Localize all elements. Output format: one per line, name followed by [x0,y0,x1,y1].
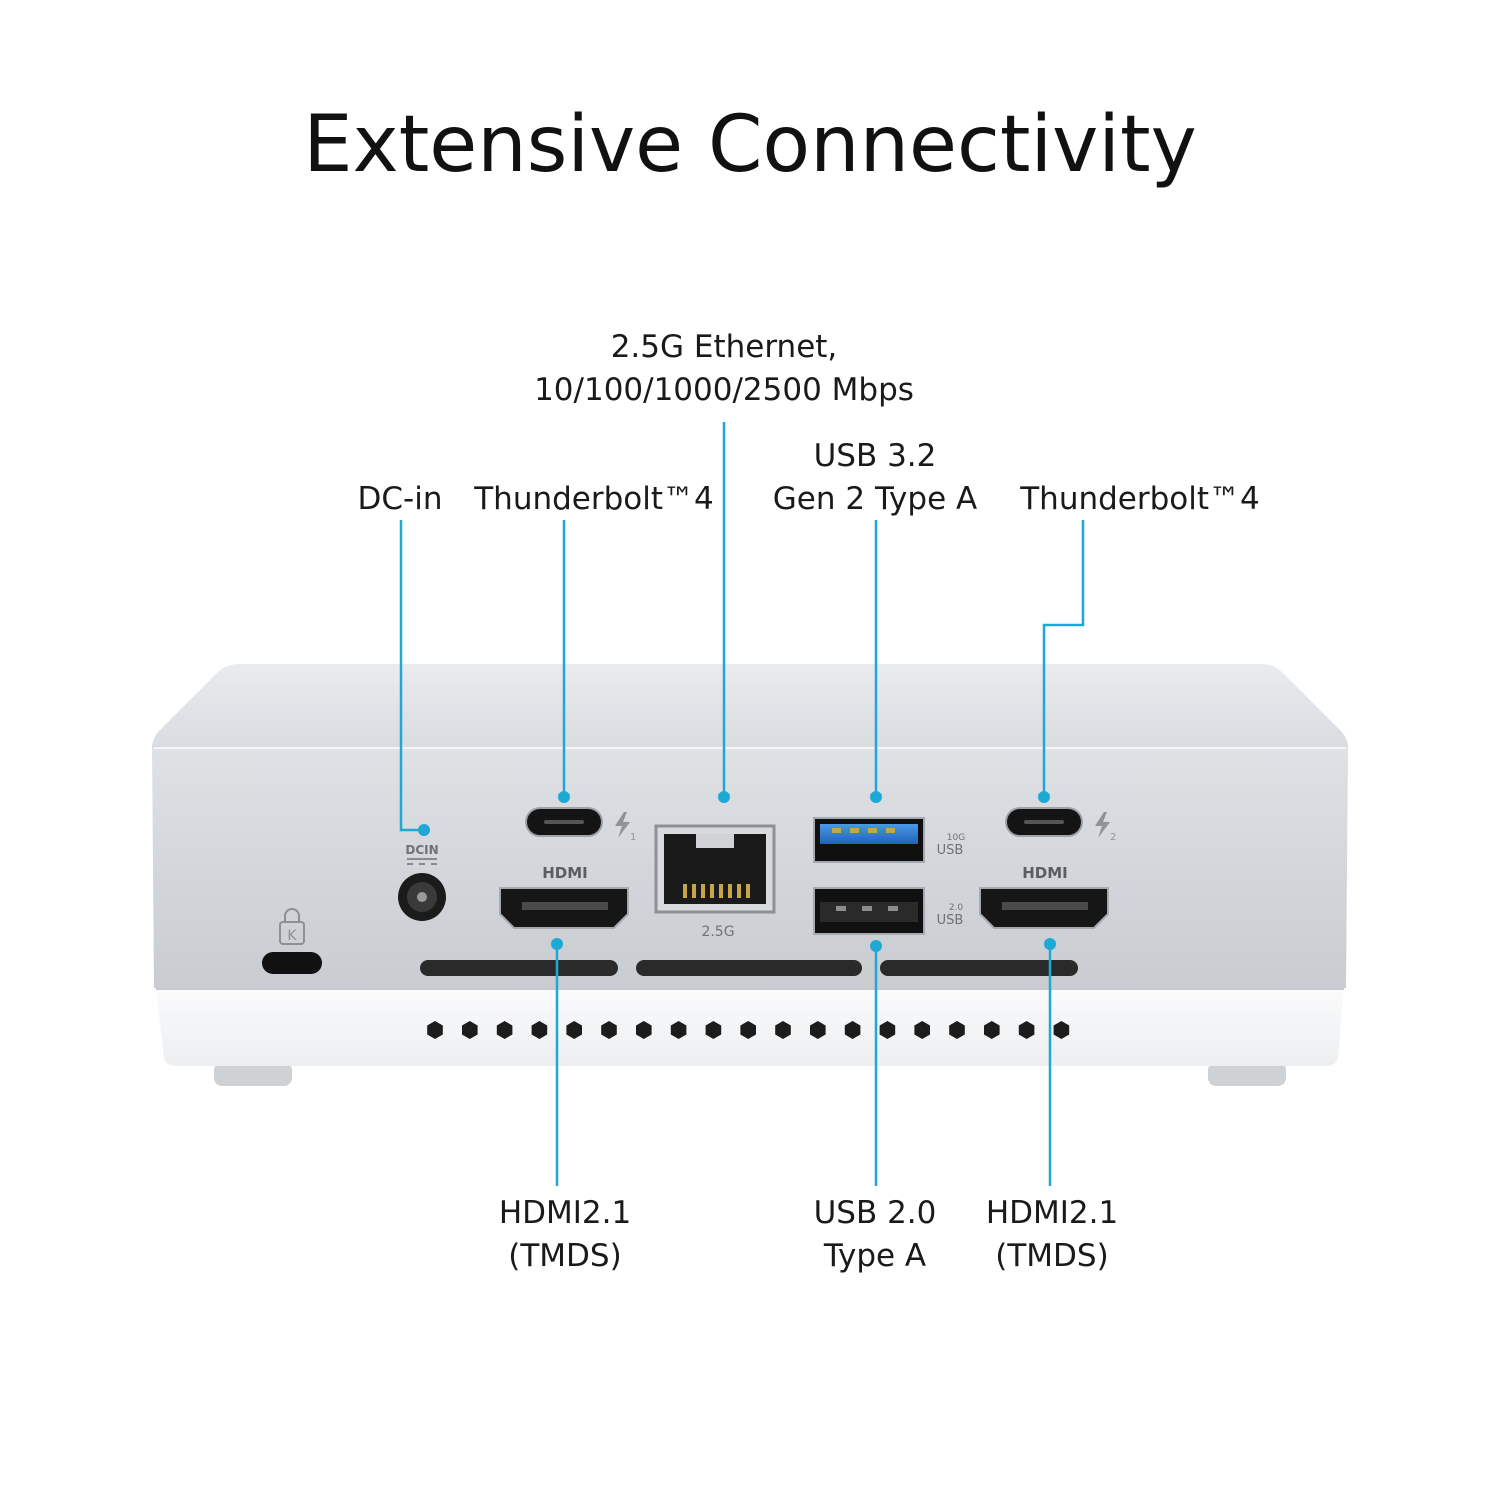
vent-hole [566,1021,582,1039]
kensington-lock: K [262,908,322,974]
front-vents [420,960,1078,976]
tb2-index-marking: 2 [1110,832,1116,843]
hdmi-left-marking: HDMI [542,864,588,882]
leader-dot [870,791,882,803]
vent-hole [462,1021,478,1039]
callout-hdmi-right: HDMI2.1 (TMDS) [962,1192,1142,1278]
leader-dot [718,791,730,803]
leader-dot [558,791,570,803]
leader-dot [1044,938,1056,950]
ethernet-port: 2.5G [654,824,776,940]
vent-hole [984,1021,1000,1039]
device-foot-left [214,1062,292,1086]
vent-hole [427,1021,443,1039]
callout-line: (TMDS) [995,1238,1109,1274]
device-foot-right [1208,1062,1286,1086]
page-title: Extensive Connectivity [303,100,1197,190]
leader-dot [418,824,430,836]
callout-line: 2.5G Ethernet, [610,329,838,365]
callout-line: Type A [823,1238,927,1274]
callout-line: Thunderbolt™4 [1020,481,1260,517]
usb2-label-marking: USB [937,913,964,928]
callout-usb20: USB 2.0 Type A [785,1192,965,1278]
callout-line: (TMDS) [508,1238,622,1274]
usb3-label-marking: USB [937,843,964,858]
hdmi-port-left: HDMI [499,864,629,929]
callout-thunderbolt-left: Thunderbolt™4 [466,478,722,521]
vent-hole [1053,1021,1070,1039]
callout-line: 10/100/1000/2500 Mbps [534,372,914,408]
callout-dc-in: DC-in [330,478,470,521]
leader-endpoints [418,791,1056,952]
vent-hole [949,1021,965,1039]
device-top-panel [152,664,1348,748]
vent-hole [879,1021,896,1039]
thunderbolt-icon [615,812,630,838]
base-vent-holes [427,1021,1070,1039]
lan-marking: 2.5G [701,924,734,940]
usb20-port: 2.0 USB [813,887,964,935]
thunderbolt-port-left: 1 [525,807,636,843]
vent-hole [914,1021,930,1039]
leader-lines [399,422,1085,1186]
vent-hole [496,1021,513,1039]
vent-hole [670,1021,687,1039]
vent-hole [601,1021,617,1039]
usb3-speed-marking: 10G [947,833,965,843]
vent-hole [705,1021,722,1039]
callout-line: HDMI2.1 [498,1195,632,1231]
callout-line: DC-in [357,481,443,517]
vent-hole [810,1021,826,1039]
leader-dot [551,938,563,950]
vent-hole [1018,1021,1035,1039]
vent-hole [775,1021,791,1039]
callout-line: HDMI2.1 [985,1195,1119,1231]
vent-hole [531,1021,548,1039]
callout-ethernet: 2.5G Ethernet, 10/100/1000/2500 Mbps [508,326,940,412]
hdmi-port-right: HDMI [979,864,1109,929]
thunderbolt-port-right: 2 [1005,807,1116,843]
callout-line: Gen 2 Type A [772,481,978,517]
usb2-speed-marking: 2.0 [949,903,964,913]
leader-dot [870,940,882,952]
callout-thunderbolt-right: Thunderbolt™4 [1012,478,1268,521]
callout-line: Thunderbolt™4 [474,481,714,517]
usb32-port: 10G USB [813,817,965,863]
kensington-marking: K [287,928,297,944]
callout-usb32: USB 3.2 Gen 2 Type A [765,435,985,521]
leader-dc-in [399,520,424,832]
vent-hole [740,1021,756,1039]
callout-line: USB 3.2 [813,438,937,474]
vent-hole [636,1021,652,1039]
leader-dot [1038,791,1050,803]
callout-hdmi-left: HDMI2.1 (TMDS) [475,1192,655,1278]
tb1-index-marking: 1 [630,832,636,843]
vent-hole [844,1021,861,1039]
leader-thunderbolt-right [1042,520,1085,797]
thunderbolt-icon [1095,812,1110,838]
callout-line: USB 2.0 [813,1195,937,1231]
dcin-marking: DCIN [405,843,438,857]
dc-in-port: DCIN [398,843,446,921]
hdmi-right-marking: HDMI [1022,864,1068,882]
